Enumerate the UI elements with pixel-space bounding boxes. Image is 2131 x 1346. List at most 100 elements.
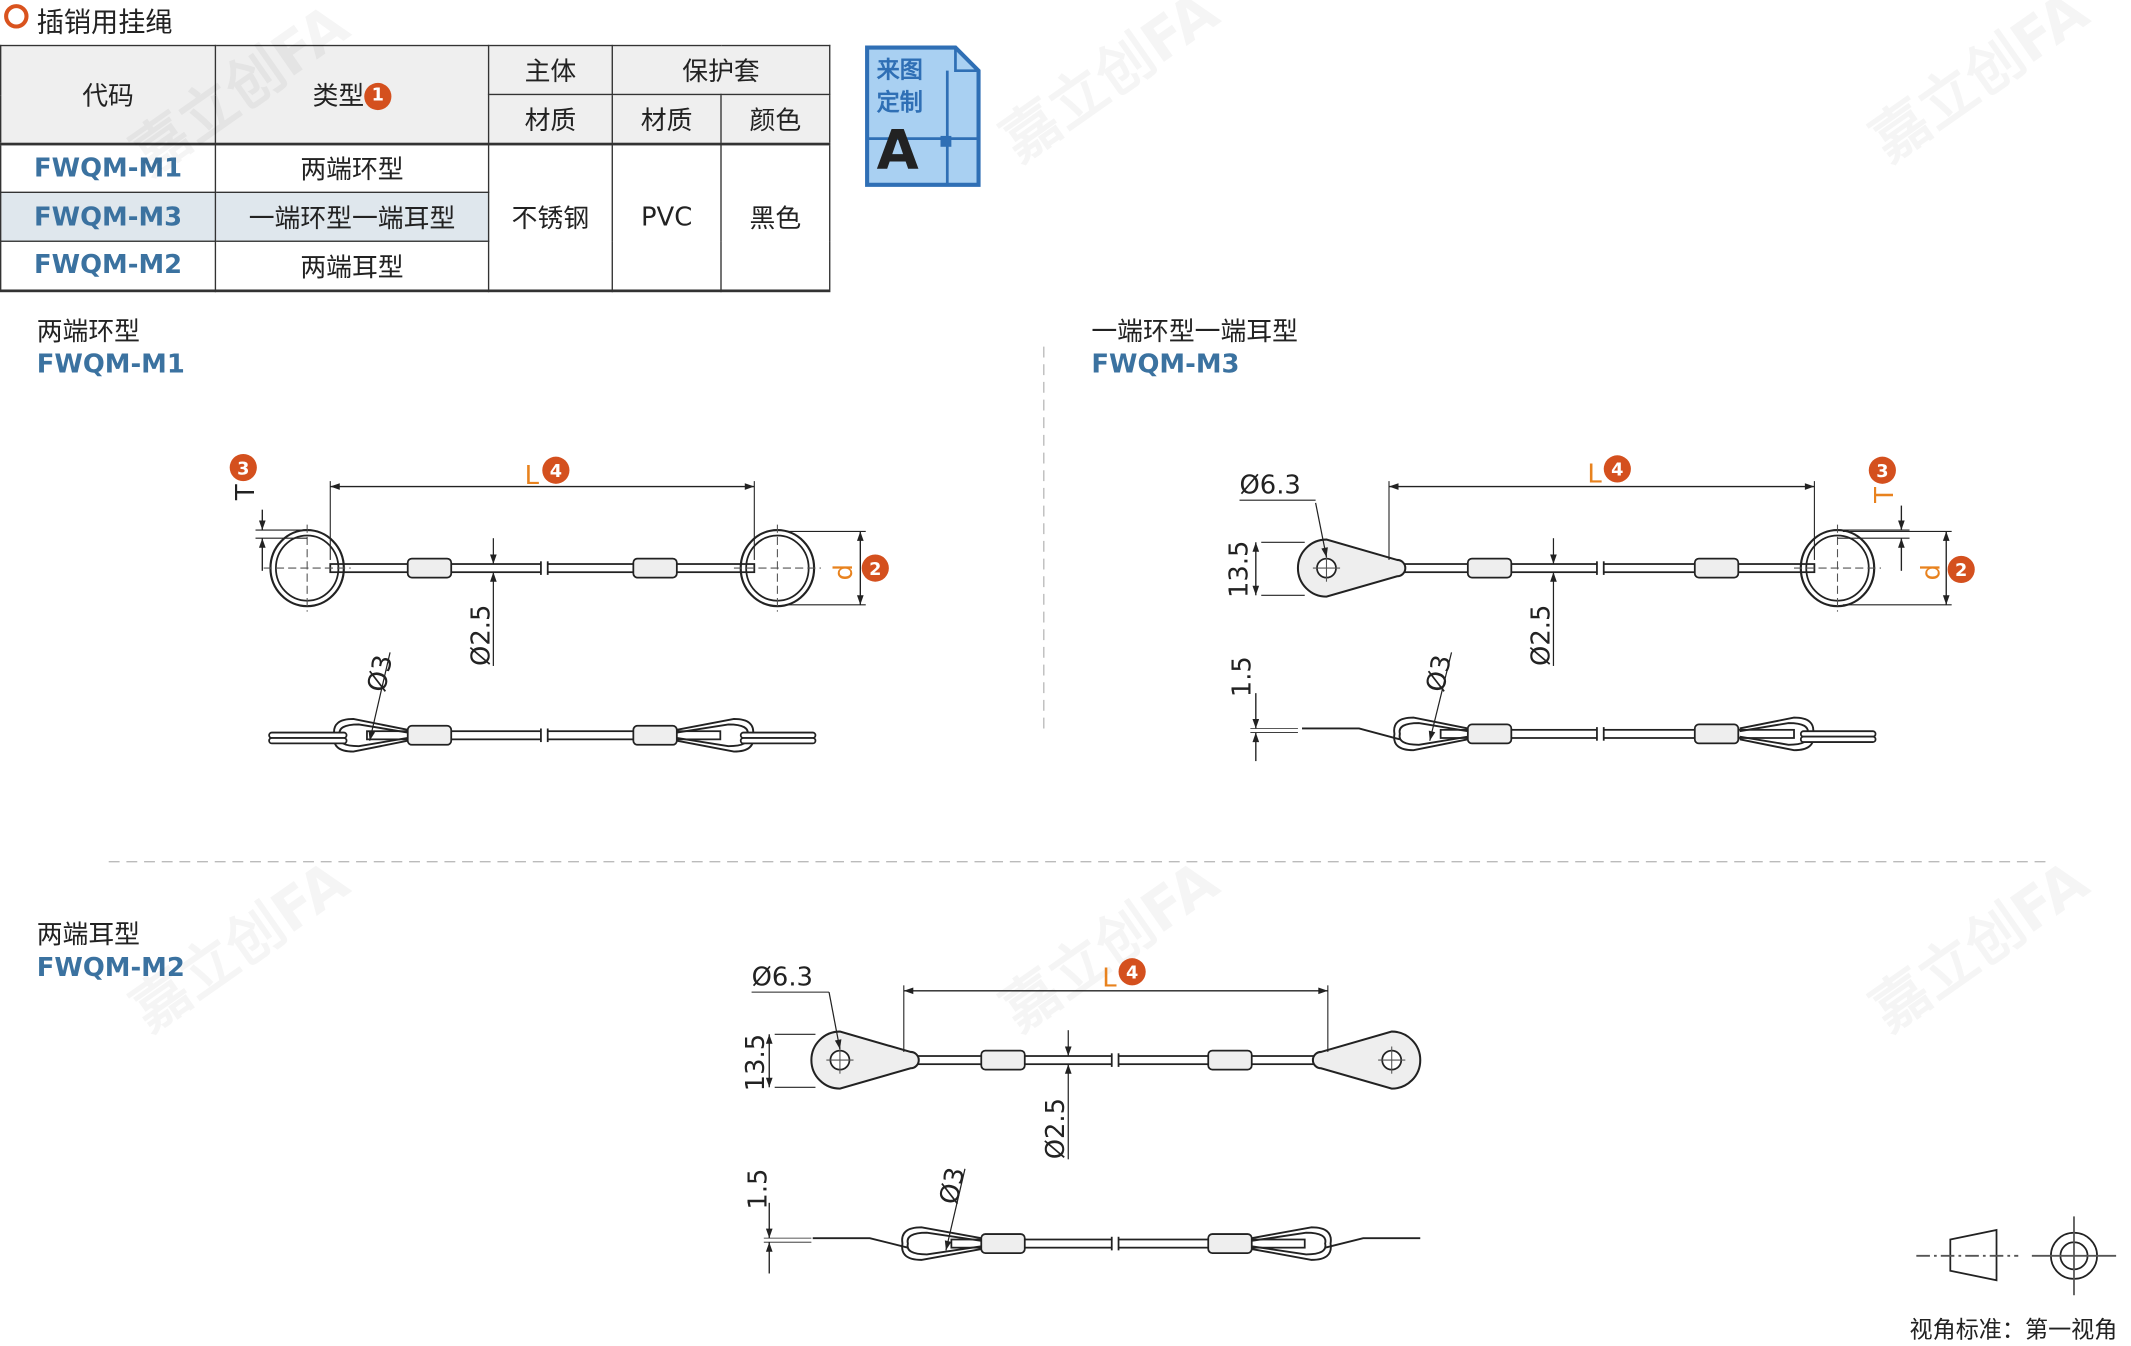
dim-T-label: T <box>1870 487 1900 504</box>
page-title: 插销用挂绳 <box>36 5 173 39</box>
thimble-loop <box>1251 1231 1327 1256</box>
dim-loop-dia: Ø3 <box>1421 652 1458 694</box>
leader-line <box>944 1168 966 1251</box>
wire-break <box>540 561 548 575</box>
note-badge-2 <box>861 554 889 582</box>
ferrule <box>406 557 453 579</box>
note-badge-2 <box>1947 555 1975 584</box>
ferrule <box>632 557 678 579</box>
thimble-loop <box>1393 716 1469 752</box>
header-sleeve-material: 材质 <box>611 93 722 145</box>
dim-lug-width: 13.5 <box>741 1034 771 1091</box>
note-badge-4-num: 4 <box>550 462 562 482</box>
ferrule <box>1466 723 1513 745</box>
badge-line2: 定制 <box>877 89 923 116</box>
leader-line <box>368 652 391 741</box>
section-title-m1: 两端环型 <box>36 316 141 347</box>
note-badge-4 <box>1603 455 1631 483</box>
dim-wire-dia: Ø2.5 <box>466 605 496 666</box>
thimble-loop <box>906 1231 982 1256</box>
wire <box>1398 563 1816 574</box>
dim-wire-dia: Ø2.5 <box>1041 1098 1071 1159</box>
dim-L-label: L <box>525 461 540 491</box>
note-badge-2-num: 2 <box>1955 561 1967 581</box>
watermark-brand: 嘉立创FA <box>1859 0 2100 175</box>
first-angle-projection-icon <box>1916 1216 2117 1296</box>
dim-L-label: L <box>1102 964 1117 994</box>
badge-letter: A <box>877 119 919 182</box>
row-type: 两端耳型 <box>214 240 490 291</box>
watermark-brand: 嘉立创FA <box>1859 848 2100 1044</box>
leader-line <box>1428 652 1453 741</box>
note-badge-3-num: 3 <box>1876 462 1888 482</box>
note-badge-4 <box>542 456 570 484</box>
dim-lug-width: 13.5 <box>1225 541 1255 598</box>
ferrule <box>1693 557 1740 579</box>
ferrule <box>980 1049 1026 1071</box>
wire <box>1439 728 1795 739</box>
note-badge-2-num: 2 <box>869 560 881 580</box>
row-code: FWQM-M2 <box>0 240 217 291</box>
section-bullet-icon <box>4 4 29 29</box>
wire-rope-parts <box>263 524 1881 1261</box>
sleeve-color: 黑色 <box>720 142 831 291</box>
dim-d-label: d <box>829 564 859 580</box>
wire-tail <box>268 737 348 745</box>
header-color: 颜色 <box>720 93 831 145</box>
ferrule <box>1693 723 1740 745</box>
note-badge-3-num: 3 <box>237 459 249 479</box>
header-code: 代码 <box>0 44 217 145</box>
wire-tail <box>739 737 817 745</box>
dimension-lines <box>255 481 1952 1274</box>
header-material: 材质 <box>487 93 613 145</box>
dim-hole-dia: Ø6.3 <box>1239 470 1300 500</box>
row-type: 两端环型 <box>214 142 490 193</box>
section-code-m1: FWQM-M1 <box>36 349 185 380</box>
wire-break <box>1596 727 1604 741</box>
ferrule <box>406 724 453 746</box>
header-type-label: 类型 <box>312 81 365 112</box>
wire-break <box>1596 561 1604 575</box>
wire-tail <box>812 1237 909 1249</box>
leader-line <box>828 992 842 1050</box>
custom-drawing-badge: 来图 定制 A <box>865 45 981 187</box>
ferrule <box>1207 1233 1253 1254</box>
note-badge-4-num: 4 <box>1126 964 1138 984</box>
wire-break <box>1111 1236 1119 1251</box>
wire-tail <box>1799 735 1877 743</box>
header-sleeve: 保护套 <box>611 44 831 96</box>
ferrule <box>1207 1049 1253 1071</box>
watermark-brand: 嘉立创FA <box>989 848 1230 1044</box>
lug-end <box>1311 1030 1422 1090</box>
section-title-m3: 一端环型一端耳型 <box>1091 316 1298 347</box>
dim-wire-dia: Ø2.5 <box>1526 605 1556 666</box>
dim-thickness: 1.5 <box>1227 656 1257 697</box>
wire-tail <box>1324 1237 1421 1249</box>
dim-loop-dia: Ø3 <box>362 652 399 694</box>
body-material: 不锈钢 <box>487 142 613 291</box>
dim-T-label: T <box>231 484 261 501</box>
table-row: FWQM-M1 两端环型 不锈钢 PVC 黑色 <box>0 142 831 291</box>
section-code-m2: FWQM-M2 <box>36 952 185 983</box>
dim-hole-dia: Ø6.3 <box>752 962 813 992</box>
row-code: FWQM-M3 <box>0 191 217 242</box>
ferrule <box>1466 557 1513 579</box>
note-badge-3 <box>1868 456 1896 484</box>
watermark-brand: 嘉立创FA <box>120 0 361 188</box>
ferrule <box>980 1233 1026 1254</box>
dim-loop-dia: Ø3 <box>934 1165 971 1207</box>
row-code: FWQM-M1 <box>0 142 217 193</box>
thimble-loop <box>901 1226 982 1261</box>
table-row: FWQM-M2 两端耳型 <box>0 240 830 291</box>
projection-label: 视角标准：第一视角 <box>1910 1317 2118 1343</box>
dim-L-label: L <box>1587 459 1602 489</box>
note-badge-3 <box>229 453 257 482</box>
dim-thickness: 1.5 <box>744 1169 774 1210</box>
badge-line1: 来图 <box>877 57 923 83</box>
wire-break <box>1111 1053 1119 1067</box>
thimble-loop <box>1251 1226 1332 1261</box>
header-body: 主体 <box>487 44 613 96</box>
